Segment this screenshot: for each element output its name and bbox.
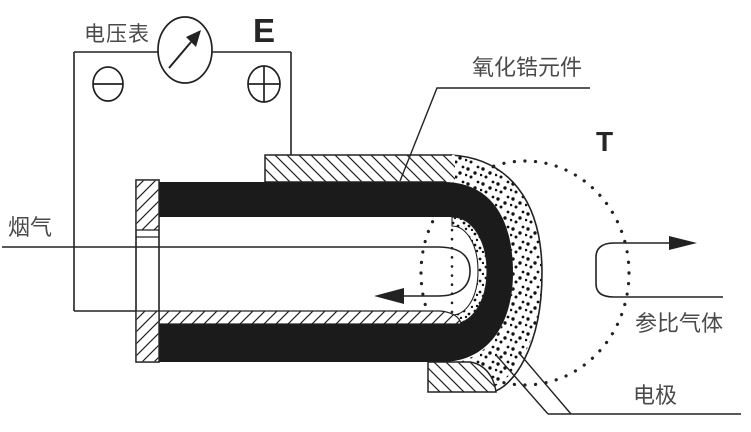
inner-protection-strip: [158, 310, 462, 325]
voltmeter-needle-arrow: [186, 30, 201, 47]
zirconia-label-leader: [399, 87, 590, 182]
outer-protection-tube-bottom: [427, 361, 497, 393]
voltmeter-gauge-icon: [157, 16, 213, 84]
reference-gas-label: 参比气体: [635, 311, 723, 336]
outer-electrode-stipple: [445, 155, 542, 391]
measuring-circuit: [73, 51, 292, 312]
reference-gas-flow-line: [595, 242, 723, 298]
temperature-label: T: [596, 126, 613, 157]
emf-label: E: [253, 12, 275, 49]
flue-gas-flow-line: [2, 246, 471, 297]
voltmeter-label: 电压表: [84, 22, 150, 46]
outer-protection-tube-top: [265, 155, 455, 182]
plus-terminal-icon: [247, 65, 281, 103]
outer-protection-tube-top-edges: [264, 154, 452, 183]
electrode-label: 电极: [633, 383, 677, 408]
minus-terminal-icon: [92, 66, 124, 102]
flue-gas-label: 烟气: [8, 215, 52, 240]
zirconia-element-label: 氧化锆元件: [472, 55, 582, 80]
reference-gas-arrow-icon: [669, 236, 697, 250]
zirconia-tube-body: [159, 182, 513, 362]
mounting-flange: [135, 179, 160, 363]
flue-gas-arrow-icon: [374, 288, 404, 304]
outer-shell-outline: [449, 154, 543, 393]
heated-zone-dotted-circle: [419, 159, 631, 387]
electrode-label-leader: [495, 352, 741, 415]
